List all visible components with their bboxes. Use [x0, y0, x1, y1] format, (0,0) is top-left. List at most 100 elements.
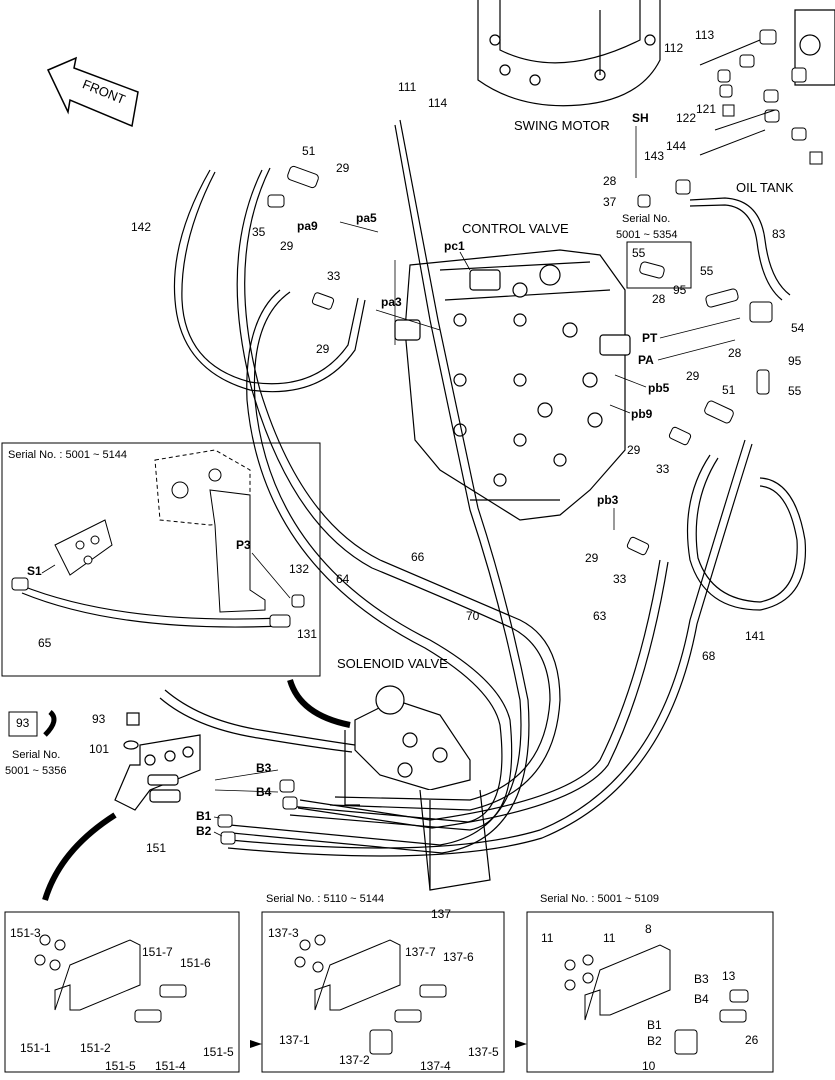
- box-brackets: [34, 934, 749, 1055]
- part-label: 137-3: [268, 926, 299, 940]
- part-label: 137-5: [468, 1045, 499, 1059]
- part-label: 55: [700, 264, 714, 278]
- oil-tank-fitting: [794, 9, 835, 86]
- part-label: 113: [695, 28, 714, 42]
- part-label: 144: [666, 139, 686, 153]
- part-label: 95: [673, 283, 687, 297]
- part-label: 11: [603, 931, 616, 945]
- inset-serial-5001-5144: [1, 442, 321, 677]
- part-label: 151-2: [80, 1041, 111, 1055]
- solenoid-valve: [344, 685, 491, 891]
- part-label: 33: [656, 462, 670, 476]
- control-valve: [394, 249, 631, 521]
- part-label: 151-5: [203, 1045, 234, 1059]
- part-label: 26: [745, 1033, 759, 1047]
- part-label: 33: [613, 572, 627, 586]
- part-label: 95: [788, 354, 802, 368]
- part-label: 63: [593, 609, 607, 623]
- serial-label: 5001 ~ 5354: [616, 229, 677, 241]
- serial-label: Serial No.: [12, 749, 60, 761]
- part-label: 33: [327, 269, 341, 283]
- box-port-labels: B3 B4 B1 B2: [647, 972, 709, 1048]
- port-b2: B2: [196, 824, 212, 838]
- box-137-detail: [261, 911, 505, 1073]
- part-label: 121: [696, 102, 716, 116]
- port-pa3: pa3: [381, 295, 402, 309]
- port-pb5: pb5: [648, 381, 670, 395]
- port-pa5: pa5: [356, 211, 377, 225]
- serial-label: Serial No. : 5110 ~ 5144: [266, 893, 384, 905]
- part-label: 137-2: [339, 1053, 370, 1067]
- port-pa9: pa9: [297, 219, 318, 233]
- solenoid-valve-label: SOLENOID VALVE: [337, 656, 448, 671]
- part-label: 29: [585, 551, 599, 565]
- oil-tank-label: OIL TANK: [736, 180, 794, 195]
- port-p3: P3: [236, 538, 251, 552]
- part-label: 28: [728, 346, 742, 360]
- part-label: 28: [603, 174, 617, 188]
- part-label: 137-1: [279, 1033, 310, 1047]
- inset-serial-5001-5354: [626, 241, 692, 289]
- inset-manifold: [11, 519, 305, 628]
- part-label: 151-5: [105, 1059, 136, 1073]
- part-label: 29: [336, 161, 350, 175]
- part-label: 131: [297, 627, 317, 641]
- part-label: 151-6: [180, 956, 211, 970]
- serial-label: Serial No.: [622, 213, 670, 225]
- part-label: 66: [411, 550, 425, 564]
- leader-lines: [41, 126, 741, 837]
- port-b2-detail: B2: [647, 1034, 662, 1048]
- swing-motor-label: SWING MOTOR: [514, 118, 610, 133]
- port-pa: PA: [638, 353, 654, 367]
- part-label: 101: [89, 742, 109, 756]
- part-label: 29: [627, 443, 641, 457]
- port-b4-detail: B4: [694, 992, 709, 1006]
- port-s1: S1: [27, 564, 42, 578]
- part-label: 68: [702, 649, 716, 663]
- inset-serial-5001-5356: [8, 711, 38, 737]
- part-label: 55: [788, 384, 802, 398]
- serial-labels: Serial No. 5001 ~ 5354 Serial No. : 5001…: [5, 213, 677, 905]
- port-pt: PT: [642, 331, 658, 345]
- control-valve-label: CONTROL VALVE: [462, 221, 569, 236]
- port-b3-detail: B3: [694, 972, 709, 986]
- part-label: 114: [428, 96, 447, 110]
- swing-motor: [477, 0, 661, 107]
- part-label: 111: [398, 80, 417, 94]
- hoses: [19, 119, 807, 857]
- port-b4: B4: [256, 785, 272, 799]
- part-label: 93: [16, 716, 30, 730]
- port-sh: SH: [632, 111, 649, 125]
- port-b1-detail: B1: [647, 1018, 662, 1032]
- part-label: 83: [772, 227, 786, 241]
- serial-label: Serial No. : 5001 ~ 5109: [540, 893, 659, 905]
- part-label: 13: [722, 969, 736, 983]
- part-label: 151-7: [142, 945, 173, 959]
- part-label: 29: [316, 342, 330, 356]
- part-label: 137-7: [405, 945, 436, 959]
- spare-fittings: [699, 29, 823, 165]
- part-label: 11: [541, 931, 554, 945]
- part-label: 93: [92, 712, 106, 726]
- part-label: 122: [676, 111, 696, 125]
- part-label: 54: [791, 321, 805, 335]
- part-label: 143: [644, 149, 664, 163]
- part-label: 65: [38, 636, 52, 650]
- part-numbers: 111 114 112 113 51 29 35 29 142 33 29 12…: [10, 28, 805, 1073]
- port-pb3: pb3: [597, 493, 619, 507]
- port-pc1: pc1: [444, 239, 465, 253]
- part-label: 64: [336, 572, 350, 586]
- part-label: 70: [466, 609, 480, 623]
- inset-bracket: [154, 449, 266, 613]
- box-151-detail: [4, 911, 240, 1073]
- solenoid-manifold-151: [114, 712, 201, 811]
- part-label: 137: [431, 907, 451, 921]
- part-label: 29: [280, 239, 294, 253]
- part-label: 51: [302, 144, 316, 158]
- part-label: 141: [745, 629, 765, 643]
- serial-label: 5001 ~ 5356: [5, 765, 66, 777]
- part-label: 132: [289, 562, 309, 576]
- part-label: 55: [632, 246, 646, 260]
